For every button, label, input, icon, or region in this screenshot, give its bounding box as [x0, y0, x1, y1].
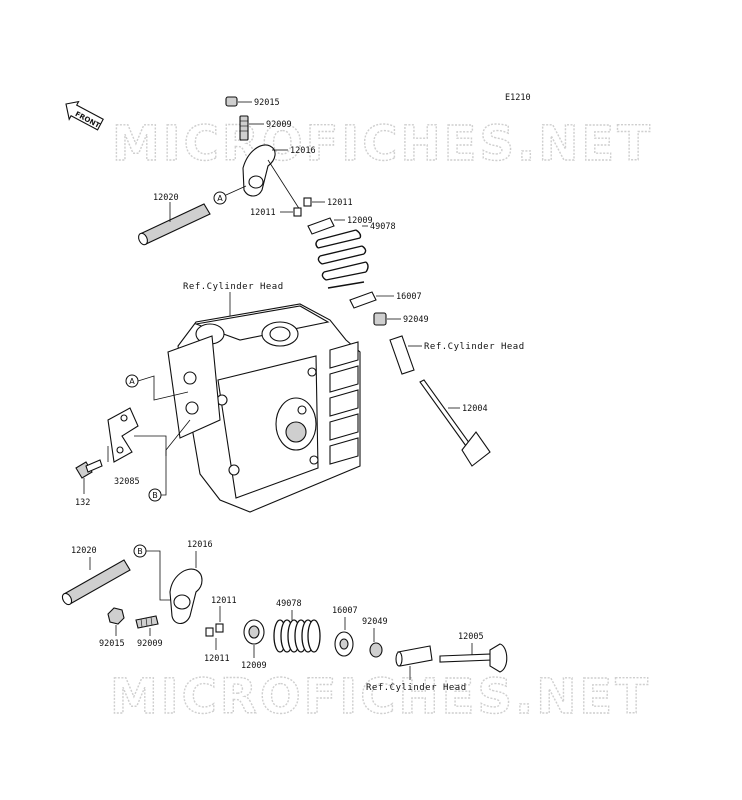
seat-16007-lower — [334, 631, 354, 657]
plate-32085 — [107, 407, 139, 463]
callout-b-lower-text: B — [137, 547, 143, 556]
label-12004: 12004 — [462, 404, 488, 414]
label-49078-lower: 49078 — [276, 599, 302, 609]
seal-92049-lower — [369, 642, 383, 658]
label-32085: 32085 — [114, 477, 140, 487]
valve-guide-upper — [389, 335, 415, 375]
callout-a-upper — [213, 191, 227, 205]
collet-12011-lower-a — [215, 623, 224, 633]
label-12009-lower: 12009 — [241, 661, 267, 671]
shaft-12020-lower — [61, 559, 131, 606]
label-12011-upper-b: 12011 — [250, 208, 276, 218]
collet-12011-lower-b — [205, 627, 214, 637]
label-12020-lower: 12020 — [71, 546, 97, 556]
spring-49078-lower — [273, 619, 321, 653]
label-92049-upper: 92049 — [403, 315, 429, 325]
label-12020-upper: 12020 — [153, 193, 179, 203]
watermark-bottom: MICROFICHES.NET — [110, 669, 651, 725]
spring-49078-upper — [315, 229, 369, 289]
label-12005: 12005 — [458, 632, 484, 642]
bolt-132 — [75, 459, 103, 479]
label-12009-upper: 12009 — [347, 216, 373, 226]
watermark-top: MICROFICHES.NET — [112, 116, 653, 172]
label-92049-lower: 92049 — [362, 617, 388, 627]
label-12016-upper: 12016 — [290, 146, 316, 156]
valve-12004 — [419, 379, 491, 467]
label-92009-lower: 92009 — [137, 639, 163, 649]
retainer-12009-lower — [243, 619, 265, 645]
seat-16007-upper — [349, 291, 377, 309]
label-92015-upper: 92015 — [254, 98, 280, 108]
label-49078-upper: 49078 — [370, 222, 396, 232]
ref-cylinder-head-upper: Ref.Cylinder Head — [424, 342, 525, 352]
screw-92009-lower — [135, 615, 159, 629]
nut-92015-lower — [107, 607, 125, 625]
retainer-12009-upper — [307, 217, 335, 235]
label-16007-lower: 16007 — [332, 606, 358, 616]
valve-12005 — [439, 643, 508, 673]
label-92009-upper: 92009 — [266, 120, 292, 130]
label-12016-lower: 12016 — [187, 540, 213, 550]
valve-guide-lower — [395, 645, 433, 667]
ref-cylinder-head-lower: Ref.Cylinder Head — [366, 683, 467, 693]
rocker-arm-12016-upper — [242, 144, 276, 197]
label-92015-lower: 92015 — [99, 639, 125, 649]
diagram-code: E1210 — [505, 93, 531, 103]
front-arrow-icon: FRONT — [65, 100, 104, 131]
callout-a-head-text: A — [129, 377, 135, 386]
shaft-12020-upper — [138, 203, 211, 246]
collet-12011-upper-a — [303, 197, 312, 207]
callout-a-upper-text: A — [217, 194, 223, 203]
collet-12011-upper-b — [293, 207, 302, 217]
callout-b-head-text: B — [152, 491, 158, 500]
nut-92015-upper — [225, 96, 238, 107]
label-16007-upper: 16007 — [396, 292, 422, 302]
label-132: 132 — [75, 498, 90, 508]
label-12011-lower-b: 12011 — [204, 654, 230, 664]
screw-92009-upper — [239, 115, 249, 141]
ref-cylinder-head-top: Ref.Cylinder Head — [183, 282, 284, 292]
rocker-arm-12016-lower — [169, 568, 203, 625]
seal-92049-upper — [373, 312, 387, 326]
label-12011-upper-a: 12011 — [327, 198, 353, 208]
cylinder-head — [167, 303, 361, 513]
label-12011-lower-a: 12011 — [211, 596, 237, 606]
